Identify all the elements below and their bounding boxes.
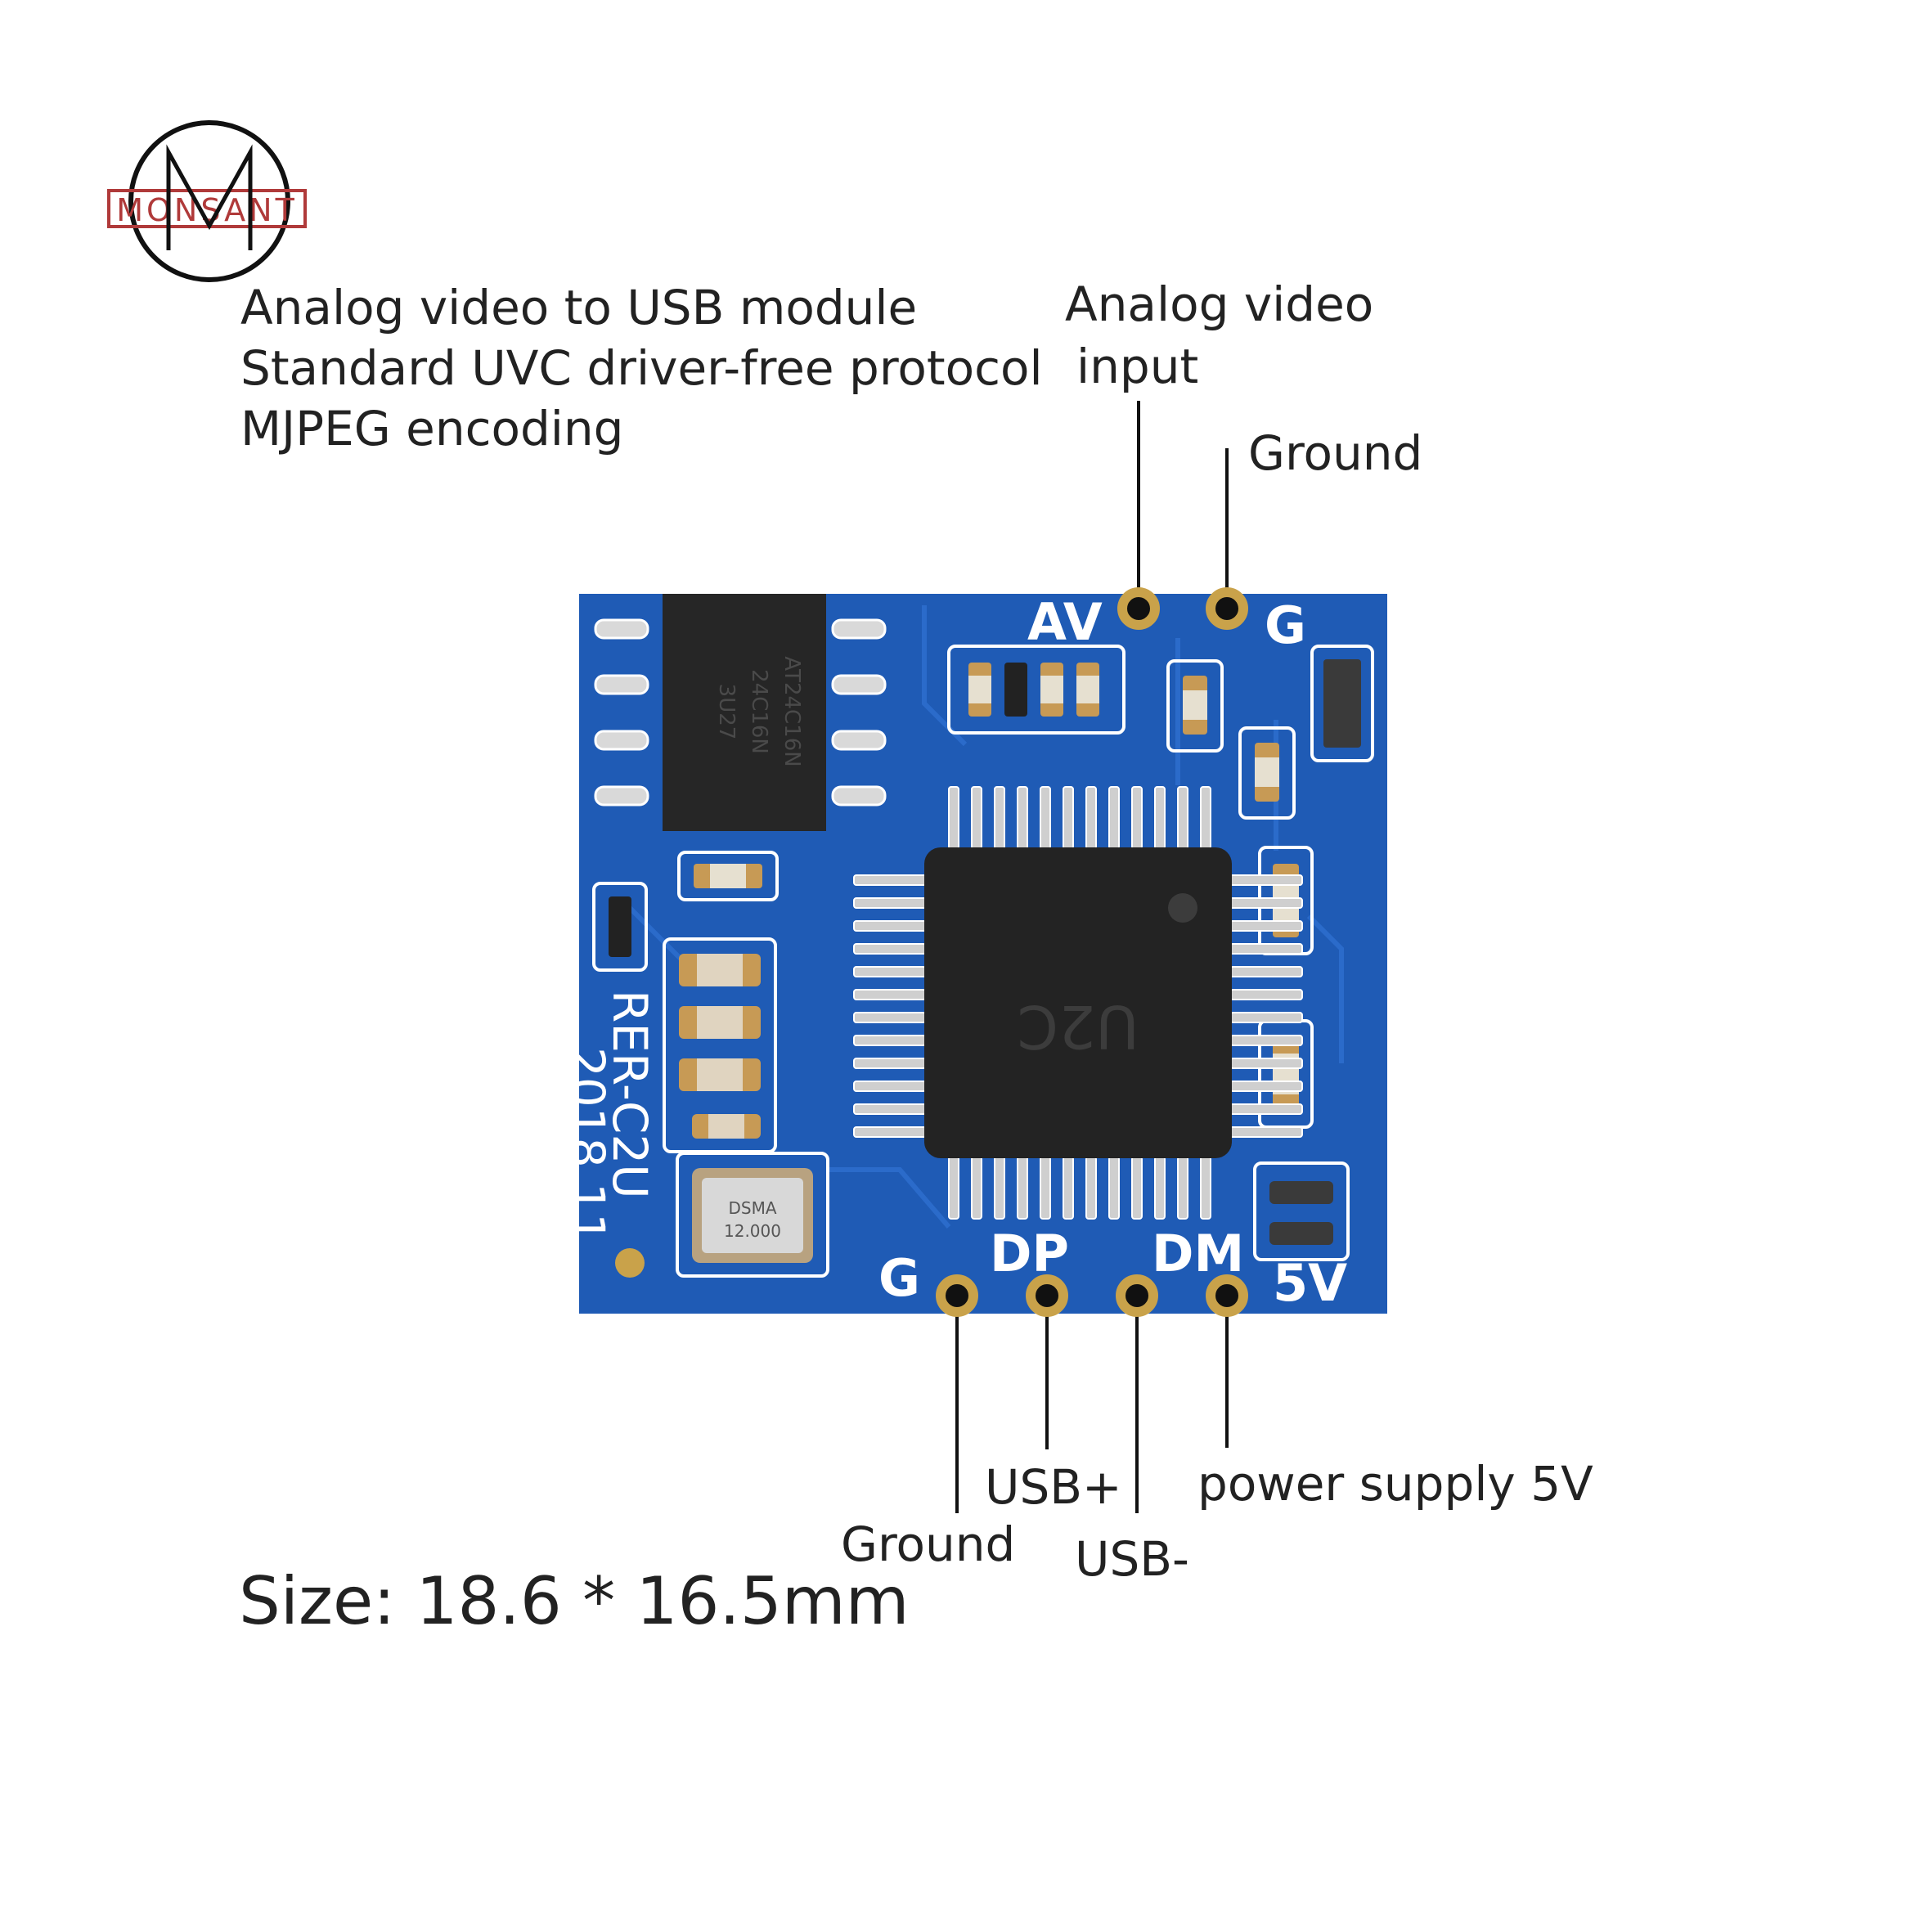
chip-pin-top [1085,786,1097,850]
chip-pin-left [853,1103,927,1115]
crystal-oscillator: DSMA 12.000 [692,1168,813,1263]
chip-pin-bottom [1040,1156,1051,1220]
leader-lines [955,401,1229,1513]
chip-pin-right [1229,1035,1303,1046]
silk-dm: DM [1152,1224,1244,1283]
chip-pin-bottom [1063,1156,1074,1220]
callout-usb-plus: USB+ [985,1459,1122,1515]
eeprom-chip: AT24C16N 24C16N 3U27 [594,594,887,831]
chip-pin-top [1177,786,1188,850]
chip-pin-left [853,874,927,886]
silk-g-top: G [1265,595,1306,655]
chip-pin-bottom [1017,1156,1028,1220]
crystal-marking-2: 12.000 [724,1221,781,1241]
chip-pin-top [1040,786,1051,850]
chip-pin-left [853,1035,927,1046]
chip-pin-bottom [1085,1156,1097,1220]
chip-pin-left [853,966,927,977]
brand-logo: MONSANT [105,119,317,291]
chip-pin-right [1229,1126,1303,1138]
chip-pin-bottom [1131,1156,1143,1220]
chip-pin-right [1229,920,1303,932]
eeprom-marking-3: 3U27 [714,684,739,740]
chip-pin-right [1229,1012,1303,1023]
description-line-3: MJPEG encoding [240,401,624,456]
silk-date: 2018.11. [559,1047,615,1258]
silk-5v: 5V [1273,1253,1347,1313]
chip-pin-bottom [994,1156,1005,1220]
callout-av-input-line-1: Analog video [1065,276,1374,332]
pad-5v [1206,1274,1248,1317]
callout-usb-minus: USB- [1075,1531,1189,1587]
chip-pin-left [853,1126,927,1138]
silk-dp: DP [990,1224,1069,1283]
eeprom-marking-1: AT24C16N [780,656,804,766]
chip-pin-right [1229,1058,1303,1069]
chip-pin-left [853,1012,927,1023]
chip-pin-left [853,897,927,909]
chip-pin-bottom [1108,1156,1120,1220]
chip-pin-right [1229,1103,1303,1115]
main-chip: U2C [853,786,1303,1220]
chip-pin-right [1229,966,1303,977]
description-line-1: Analog video to USB module [240,280,918,335]
chip-pin-top [1131,786,1143,850]
chip-pin-right [1229,943,1303,955]
silk-g-bottom: G [878,1248,920,1308]
chip-pin-top [1017,786,1028,850]
chip-pin-right [1229,874,1303,886]
chip-pin-bottom [948,1156,959,1220]
mounting-hole [615,1248,645,1278]
chip-marking: U2C [1018,992,1139,1061]
chip-pin-right [1229,989,1303,1000]
chip-pin-top [948,786,959,850]
chip-pin-top [994,786,1005,850]
chip-pin-left [853,943,927,955]
pad-g-bottom [936,1274,978,1317]
size-label: Size: 18.6 * 16.5mm [239,1563,910,1639]
chip-pin-bottom [971,1156,982,1220]
chip-pin-bottom [1200,1156,1211,1220]
silk-model: RER-C2U [602,990,658,1199]
chip-pin-left [853,920,927,932]
callout-power: power supply 5V [1197,1456,1593,1512]
chip-pin-left [853,1058,927,1069]
silk-av: AV [1027,592,1103,652]
chip-pin-top [1108,786,1120,850]
pad-av [1117,587,1160,630]
pad-g-top [1206,587,1248,630]
monsant-logo-icon: MONSANT [107,120,307,282]
callout-av-input-line-2: input [1076,339,1199,394]
chip-pin-top [1154,786,1166,850]
chip-pin-left [853,1081,927,1092]
pad-dm [1116,1274,1158,1317]
chip-pin-right [1229,897,1303,909]
chip-pin-top [971,786,982,850]
chip-pin-top [1063,786,1074,850]
chip-pin-top [1200,786,1211,850]
pad-dp [1026,1274,1068,1317]
pads [936,587,1248,1317]
description-line-2: Standard UVC driver-free protocol [240,340,1043,396]
callout-ground-bottom: Ground [841,1516,1016,1572]
chip-pin-right [1229,1081,1303,1092]
chip-pin-bottom [1154,1156,1166,1220]
chip-pin-left [853,989,927,1000]
chip-pin-bottom [1177,1156,1188,1220]
crystal-marking-1: DSMA [728,1198,776,1218]
callout-ground-top: Ground [1248,425,1423,481]
eeprom-marking-2: 24C16N [747,669,771,754]
